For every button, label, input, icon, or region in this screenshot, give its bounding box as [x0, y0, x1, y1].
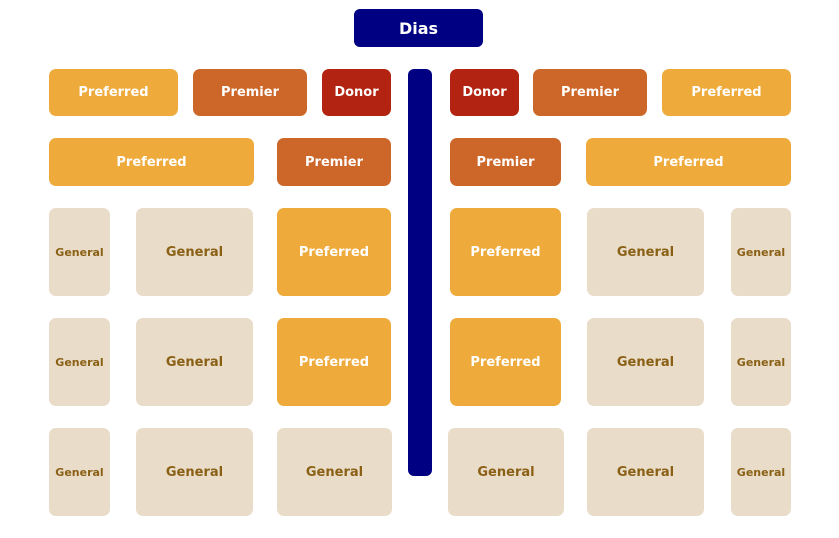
- seat-block-general: General: [448, 428, 564, 516]
- seat-block-preferred: Preferred: [49, 138, 254, 186]
- seat-block-general: General: [731, 318, 791, 406]
- seat-block-general: General: [49, 208, 110, 296]
- seat-block-preferred: Preferred: [450, 318, 561, 406]
- seat-block-preferred: Preferred: [277, 208, 391, 296]
- seat-block-general: General: [136, 428, 253, 516]
- seat-block-premier: Premier: [277, 138, 391, 186]
- seat-block-general: General: [587, 318, 704, 406]
- seat-block-general: General: [49, 428, 110, 516]
- seat-block-general: General: [731, 428, 791, 516]
- seat-block-general: General: [277, 428, 392, 516]
- seat-block-general: General: [587, 208, 704, 296]
- dias-stage: Dias: [354, 9, 483, 47]
- seat-block-donor: Donor: [450, 69, 519, 116]
- seat-block-preferred: Preferred: [662, 69, 791, 116]
- center-aisle: [408, 69, 432, 476]
- seat-block-preferred: Preferred: [586, 138, 791, 186]
- seat-block-premier: Premier: [193, 69, 307, 116]
- seat-block-preferred: Preferred: [450, 208, 561, 296]
- seat-block-general: General: [49, 318, 110, 406]
- seat-block-premier: Premier: [450, 138, 561, 186]
- seat-block-donor: Donor: [322, 69, 391, 116]
- seat-block-preferred: Preferred: [277, 318, 391, 406]
- seat-block-premier: Premier: [533, 69, 647, 116]
- seat-block-general: General: [587, 428, 704, 516]
- seat-block-general: General: [136, 318, 253, 406]
- seat-block-general: General: [731, 208, 791, 296]
- seat-block-general: General: [136, 208, 253, 296]
- seat-block-preferred: Preferred: [49, 69, 178, 116]
